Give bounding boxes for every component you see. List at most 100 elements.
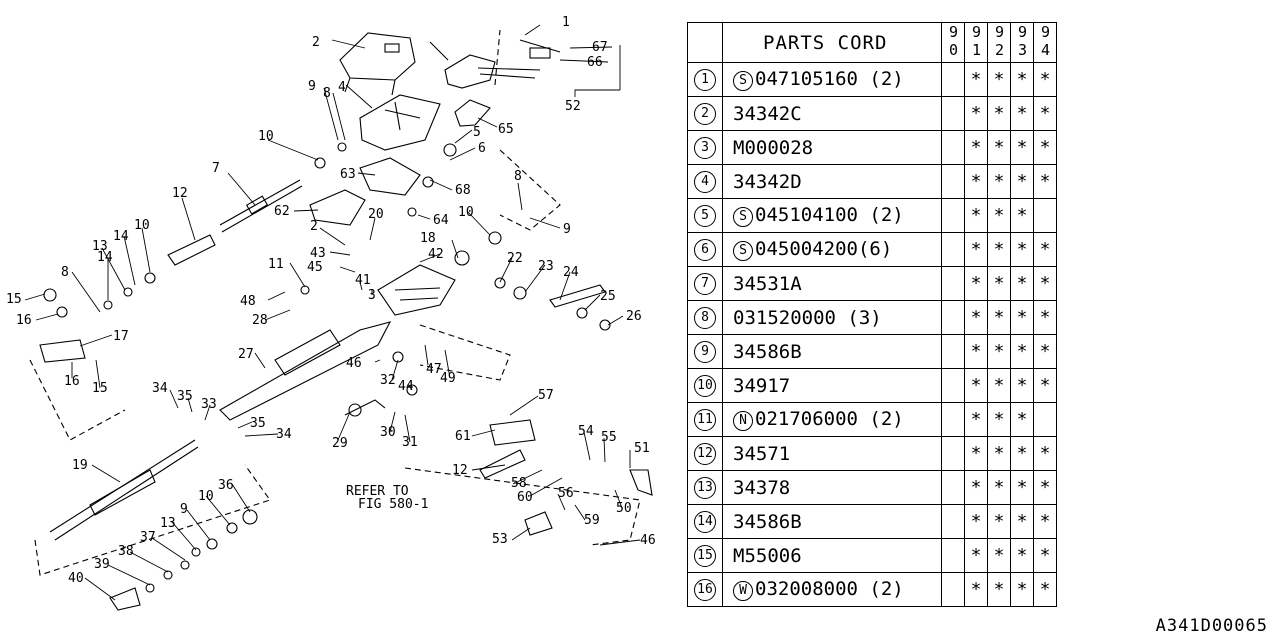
year-mark-cell: * xyxy=(964,266,988,301)
circled-index: 10 xyxy=(694,375,716,397)
year-mark-cell: * xyxy=(1033,504,1057,539)
year-mark-cell: * xyxy=(1010,538,1034,573)
callout-label: 1 xyxy=(562,15,570,30)
callout-label: 42 xyxy=(428,247,444,262)
row-index-cell: 3 xyxy=(687,130,723,165)
year-mark-cell: * xyxy=(1010,232,1034,267)
callout-label: 15 xyxy=(92,381,108,396)
year-mark-cell xyxy=(941,402,965,437)
circled-index: 8 xyxy=(694,307,716,329)
year-mark-cell: * xyxy=(987,232,1011,267)
year-mark-cell: * xyxy=(1010,470,1034,505)
callout-label: 12 xyxy=(452,463,468,478)
year-mark-cell: * xyxy=(1010,266,1034,301)
row-index-cell: 12 xyxy=(687,436,723,471)
header-year-93: 93 xyxy=(1010,22,1034,63)
year-label: 93 xyxy=(1013,23,1032,59)
callout-label: 60 xyxy=(517,490,533,505)
year-mark-cell: * xyxy=(964,538,988,573)
year-mark-cell: * xyxy=(1010,436,1034,471)
parts-code-cell: 34342D xyxy=(722,164,942,199)
callout-label: 15 xyxy=(6,292,22,307)
callout-label: 34 xyxy=(152,381,168,396)
row-index-cell: 5 xyxy=(687,198,723,233)
parts-code-text: 045004200(6) xyxy=(755,238,893,260)
callout-label: 33 xyxy=(201,397,217,412)
callout-label: 56 xyxy=(558,486,574,501)
year-mark-cell: * xyxy=(987,572,1011,607)
year-mark-cell: * xyxy=(1033,470,1057,505)
row-index-cell: 9 xyxy=(687,334,723,369)
callout-label: 29 xyxy=(332,436,348,451)
year-mark-cell: * xyxy=(964,368,988,403)
upper-shaft xyxy=(219,179,303,233)
parts-code-text: 047105160 (2) xyxy=(755,68,904,90)
circled-index: 3 xyxy=(694,137,716,159)
year-mark-cell: * xyxy=(1010,300,1034,335)
steering-column-exploded-diagram: 1 2 4 9 8 67 66 52 65 5 6 68 10 63 7 12 … xyxy=(6,15,656,611)
callout-label: 13 xyxy=(92,239,108,254)
circled-prefix: W xyxy=(733,581,753,601)
row-index-cell: 15 xyxy=(687,538,723,573)
header-parts-cord: PARTS CORD xyxy=(722,22,942,63)
year-mark-cell: * xyxy=(1033,368,1057,403)
parts-code-cell: 34342C xyxy=(722,96,942,131)
combination-switch xyxy=(444,54,496,89)
callout-label: 8 xyxy=(323,86,331,101)
parts-code-text: 34378 xyxy=(733,476,791,499)
row-index-cell: 10 xyxy=(687,368,723,403)
year-mark-cell xyxy=(941,62,965,97)
year-mark-cell: * xyxy=(987,62,1011,97)
year-mark-cell: * xyxy=(1033,130,1057,165)
year-mark-cell: * xyxy=(1010,130,1034,165)
callout-label: 57 xyxy=(538,388,554,403)
parts-code-cell: 34917 xyxy=(722,368,942,403)
year-mark-cell: * xyxy=(964,504,988,539)
callout-label: 47 xyxy=(426,362,442,377)
callout-label: 59 xyxy=(584,513,600,528)
row-index-cell: 7 xyxy=(687,266,723,301)
callout-label: 35 xyxy=(250,416,266,431)
year-mark-cell: * xyxy=(1010,164,1034,199)
parts-code-cell: 34531A xyxy=(722,266,942,301)
callout-label: 9 xyxy=(308,79,316,94)
year-mark-cell xyxy=(941,164,965,199)
callout-label: 2 xyxy=(310,219,318,234)
callout-label: 36 xyxy=(218,478,234,493)
row-index-cell: 8 xyxy=(687,300,723,335)
circled-index: 1 xyxy=(694,69,716,91)
callout-label: 18 xyxy=(420,231,436,246)
callout-label: 10 xyxy=(134,218,150,233)
year-mark-cell xyxy=(941,436,965,471)
parts-code-text: 34586B xyxy=(733,510,802,533)
table-header-row: PARTS CORD 90 91 92 93 94 xyxy=(687,22,1057,63)
callout-label: 22 xyxy=(507,251,523,266)
year-label: 91 xyxy=(967,23,986,59)
callout-label: 14 xyxy=(97,250,113,265)
year-mark-cell: * xyxy=(1010,198,1034,233)
callout-label: 35 xyxy=(177,389,193,404)
callout-label: 8 xyxy=(61,265,69,280)
circled-index: 11 xyxy=(694,409,716,431)
circled-prefix: S xyxy=(733,241,753,261)
year-mark-cell xyxy=(941,266,965,301)
year-mark-cell xyxy=(941,232,965,267)
callout-label: 7 xyxy=(212,161,220,176)
callout-label: 14 xyxy=(113,229,129,244)
callout-label: 53 xyxy=(492,532,508,547)
header-index-cell xyxy=(687,22,723,63)
callout-label: 68 xyxy=(455,183,471,198)
year-mark-cell: * xyxy=(987,470,1011,505)
year-mark-cell: * xyxy=(987,402,1011,437)
callout-label: 26 xyxy=(626,309,642,324)
callout-label: 41 xyxy=(355,273,371,288)
year-mark-cell: * xyxy=(1033,96,1057,131)
